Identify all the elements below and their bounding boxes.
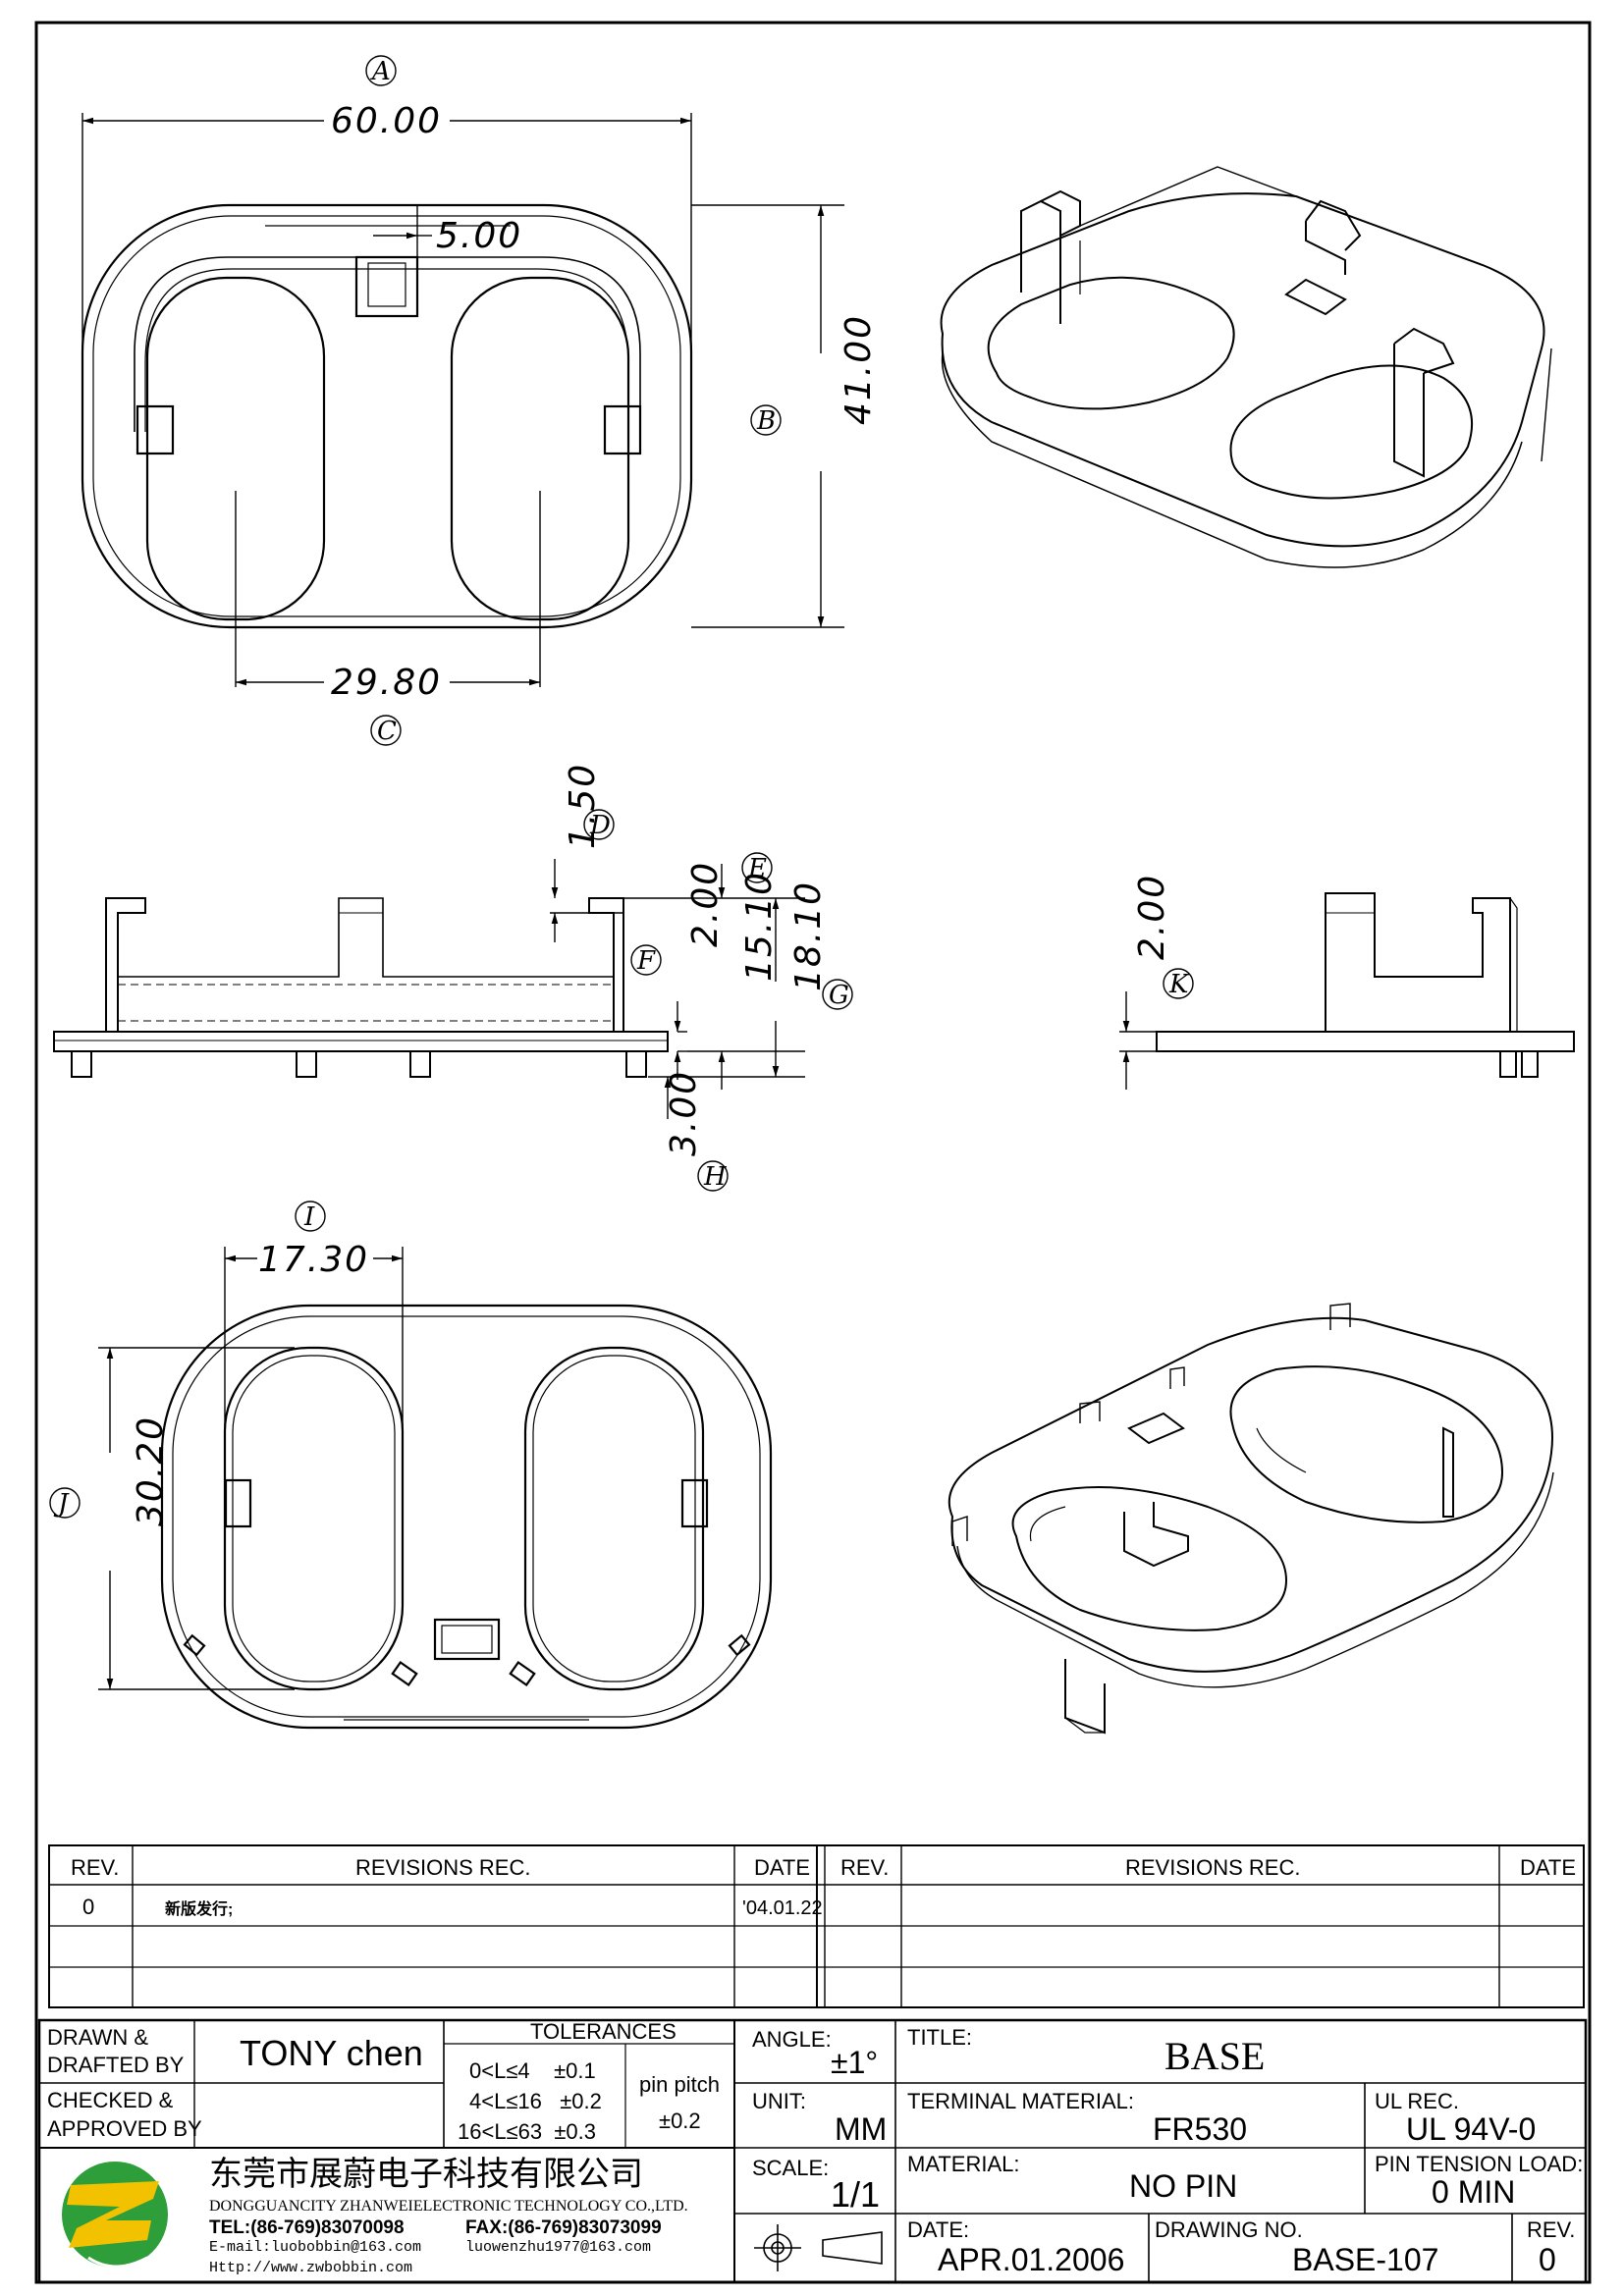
dim-j: 30.20 xyxy=(131,1415,171,1526)
top-slot xyxy=(354,255,419,318)
revision-date: '04.01.22 xyxy=(742,1897,823,1919)
rec-header-right: REVISIONS REC. xyxy=(1125,1855,1300,1880)
date-value: APR.01.2006 xyxy=(938,2242,1124,2277)
callout-b: B xyxy=(756,406,776,436)
terminal-value: FR530 xyxy=(1153,2111,1247,2147)
drawn-label-1: DRAWN & xyxy=(47,2025,148,2050)
company-name-en: DONGGUANCITY ZHANWEIELECTRONIC TECHNOLOG… xyxy=(209,2198,688,2215)
company-email-2: luowenzhu1977@163.com xyxy=(465,2239,651,2256)
rev-value: 0 xyxy=(1539,2242,1556,2277)
callout-c: C xyxy=(377,717,397,746)
scale-value: 1/1 xyxy=(831,2174,880,2215)
checked-label-1: CHECKED & xyxy=(47,2088,174,2112)
tolerance-row-1: 0<L≤4 ±0.1 xyxy=(469,2058,596,2083)
dim-f: 2.00 xyxy=(685,861,726,947)
dim-b: 41.00 xyxy=(839,314,879,425)
rev-header-right: REV. xyxy=(840,1855,889,1880)
bottom-view-dims xyxy=(49,1201,404,1690)
pin-pitch-value: ±0.2 xyxy=(659,2109,701,2133)
drawing-no-label: DRAWING NO. xyxy=(1155,2217,1303,2242)
front-view-dims xyxy=(550,809,853,1192)
side-view xyxy=(1156,892,1575,1078)
unit-label: UNIT: xyxy=(752,2089,806,2113)
unit-value: MM xyxy=(835,2111,887,2147)
date-header-right: DATE xyxy=(1520,1855,1576,1880)
rec-header-left: REVISIONS REC. xyxy=(355,1855,530,1880)
top-view-dims xyxy=(81,55,844,746)
ul-value: UL 94V-0 xyxy=(1406,2111,1536,2147)
bottom-view xyxy=(160,1304,773,1730)
dim-g: 18.10 xyxy=(788,881,829,991)
front-view xyxy=(53,897,669,1078)
terminal-label: TERMINAL MATERIAL: xyxy=(907,2089,1134,2113)
ul-label: UL REC. xyxy=(1375,2089,1459,2113)
drawn-value: TONY chen xyxy=(240,2033,423,2073)
callout-f: F xyxy=(636,946,656,976)
callout-i: I xyxy=(303,1202,315,1232)
title-label: TITLE: xyxy=(907,2025,972,2050)
callout-d: D xyxy=(589,811,611,840)
dim-slot: 5.00 xyxy=(436,216,522,256)
checked-label-2: APPROVED BY xyxy=(47,2116,202,2141)
title-block-grid xyxy=(37,2018,1588,2284)
callout-h: H xyxy=(703,1162,728,1192)
callout-j: J xyxy=(53,1489,70,1519)
drawn-label-2: DRAFTED BY xyxy=(47,2053,185,2077)
tolerance-row-3: 16<L≤63 ±0.3 xyxy=(458,2119,596,2144)
revisions-table xyxy=(48,1844,1585,2008)
rev-header-left: REV. xyxy=(71,1855,119,1880)
scale-label: SCALE: xyxy=(752,2156,829,2180)
dim-a: 60.00 xyxy=(331,101,442,141)
company-name-cn: 东莞市展蔚电子科技有限公司 xyxy=(209,2156,643,2193)
drawing-no-value: BASE-107 xyxy=(1292,2242,1438,2277)
company-email-1: E-mail:luobobbin@163.com xyxy=(209,2239,421,2256)
revision-rec: 新版发行; xyxy=(165,1899,233,1918)
pin-pitch-label: pin pitch xyxy=(639,2072,720,2097)
material-value: NO PIN xyxy=(1129,2168,1237,2204)
dim-d: 1.50 xyxy=(563,763,603,849)
top-outline xyxy=(81,203,693,629)
top-view xyxy=(81,203,693,629)
company-website: Http://www.zwbobbin.com xyxy=(209,2260,412,2276)
company-fax: FAX:(86-769)83073099 xyxy=(465,2217,662,2238)
company-logo xyxy=(62,2162,168,2269)
callout-k: K xyxy=(1168,970,1190,999)
dim-c: 29.80 xyxy=(331,663,442,703)
date-header-left: DATE xyxy=(754,1855,810,1880)
pin-tension-label: PIN TENSION LOAD: xyxy=(1375,2152,1583,2176)
dim-e: 15.10 xyxy=(739,871,780,982)
tolerances-label: TOLERANCES xyxy=(530,2019,677,2044)
angle-value: ±1° xyxy=(831,2045,878,2080)
projection-symbol xyxy=(754,2224,883,2271)
callout-a: A xyxy=(370,57,391,86)
title-value: BASE xyxy=(1164,2034,1265,2078)
dim-i: 17.30 xyxy=(258,1240,369,1280)
angle-label: ANGLE: xyxy=(752,2027,832,2052)
company-tel: TEL:(86-769)83070098 xyxy=(209,2217,405,2238)
side-view-dims xyxy=(1119,968,1194,1090)
date-label: DATE: xyxy=(907,2217,969,2242)
tolerance-row-2: 4<L≤16 ±0.2 xyxy=(469,2089,602,2113)
material-label: MATERIAL: xyxy=(907,2152,1020,2176)
pin-tension-value: 0 MIN xyxy=(1432,2174,1515,2210)
dim-k: 2.00 xyxy=(1132,874,1172,960)
rev-label: REV. xyxy=(1527,2217,1575,2242)
iso-view-bottom xyxy=(947,1303,1554,1735)
dim-h: 3.00 xyxy=(664,1070,704,1156)
callout-g: G xyxy=(829,981,849,1010)
revision-rev: 0 xyxy=(82,1895,94,1919)
callout-e: E xyxy=(747,854,767,883)
iso-view-top xyxy=(940,166,1552,568)
sheet-border xyxy=(34,21,1592,2284)
